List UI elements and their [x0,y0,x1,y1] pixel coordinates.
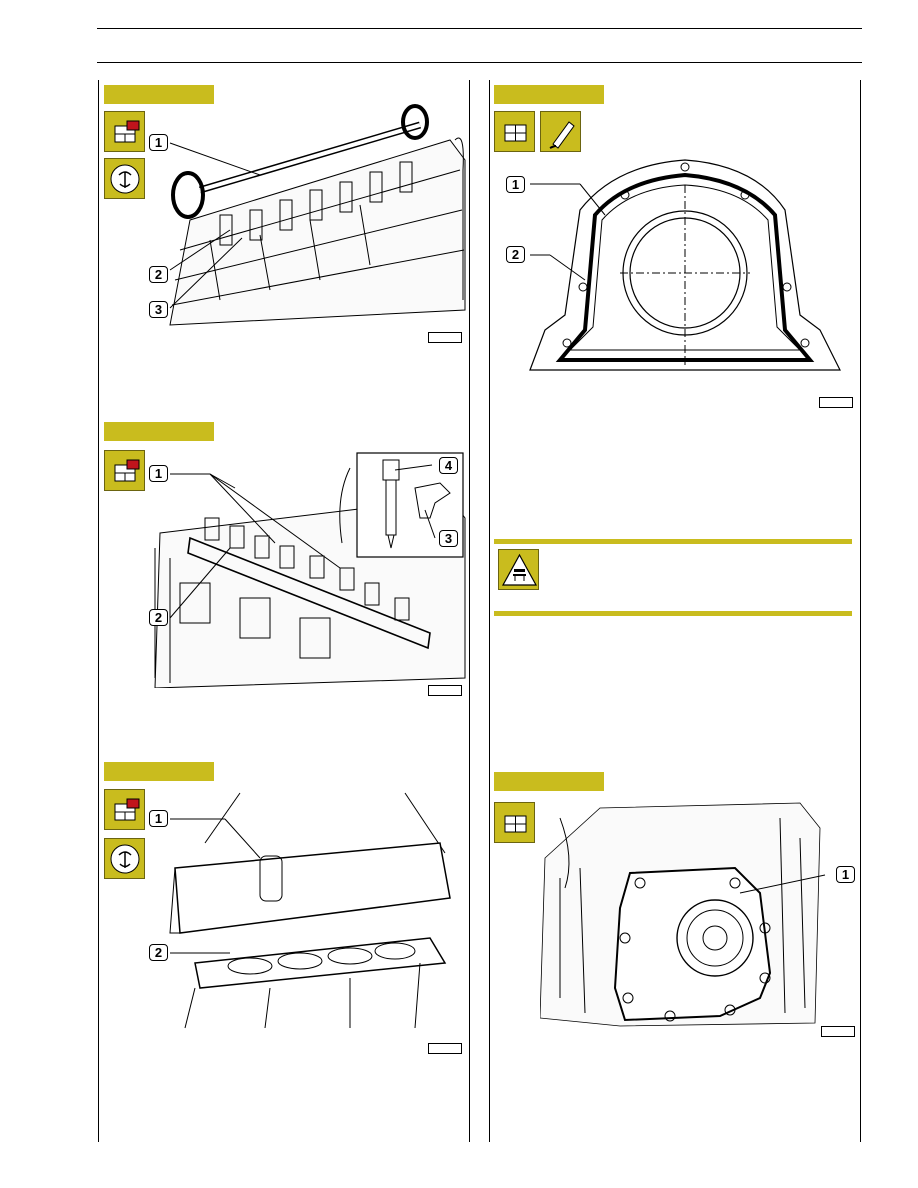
callout-1: 1 [149,134,168,151]
figure-header-5 [494,772,604,791]
callout-2: 2 [149,609,168,626]
callout-1: 1 [836,866,855,883]
figure-number [428,332,462,343]
special-tool-icon [104,838,145,879]
remove-icon [104,450,145,491]
callout-2: 2 [149,944,168,961]
callout-3: 3 [149,301,168,318]
figure-number [819,397,853,408]
right-border [860,80,861,1142]
figure-header-4 [494,85,604,104]
callout-1: 1 [149,465,168,482]
header-rule [97,62,862,63]
column-divider-left [469,80,470,1142]
callout-1: 1 [506,176,525,193]
refit-icon [494,111,535,152]
figure-number [428,685,462,696]
sealant-tube-icon [540,111,581,152]
remove-icon [104,789,145,830]
warning-bar-bottom [494,611,852,616]
cylinder-head-figure [169,792,451,1029]
column-divider-right [489,80,490,1142]
special-tool-icon [104,158,145,199]
top-rule [97,28,862,29]
callout-3: 3 [439,530,458,547]
flywheel-housing-figure [540,802,826,1027]
valve-bridge-figure [169,104,466,326]
refit-icon [494,802,535,843]
warning-bar-top [494,539,852,544]
callout-2: 2 [149,266,168,283]
figure-number [821,1026,855,1037]
warning-triangle-icon [498,549,539,590]
left-border [98,80,99,1142]
remove-icon [104,111,145,152]
rear-cover-seal-figure [529,159,841,371]
injector-figure [154,452,466,688]
figure-header-2 [104,422,214,441]
figure-number [428,1043,462,1054]
figure-header-3 [104,762,214,781]
callout-4: 4 [439,457,458,474]
callout-1: 1 [149,810,168,827]
figure-header-1 [104,85,214,104]
callout-2: 2 [506,246,525,263]
